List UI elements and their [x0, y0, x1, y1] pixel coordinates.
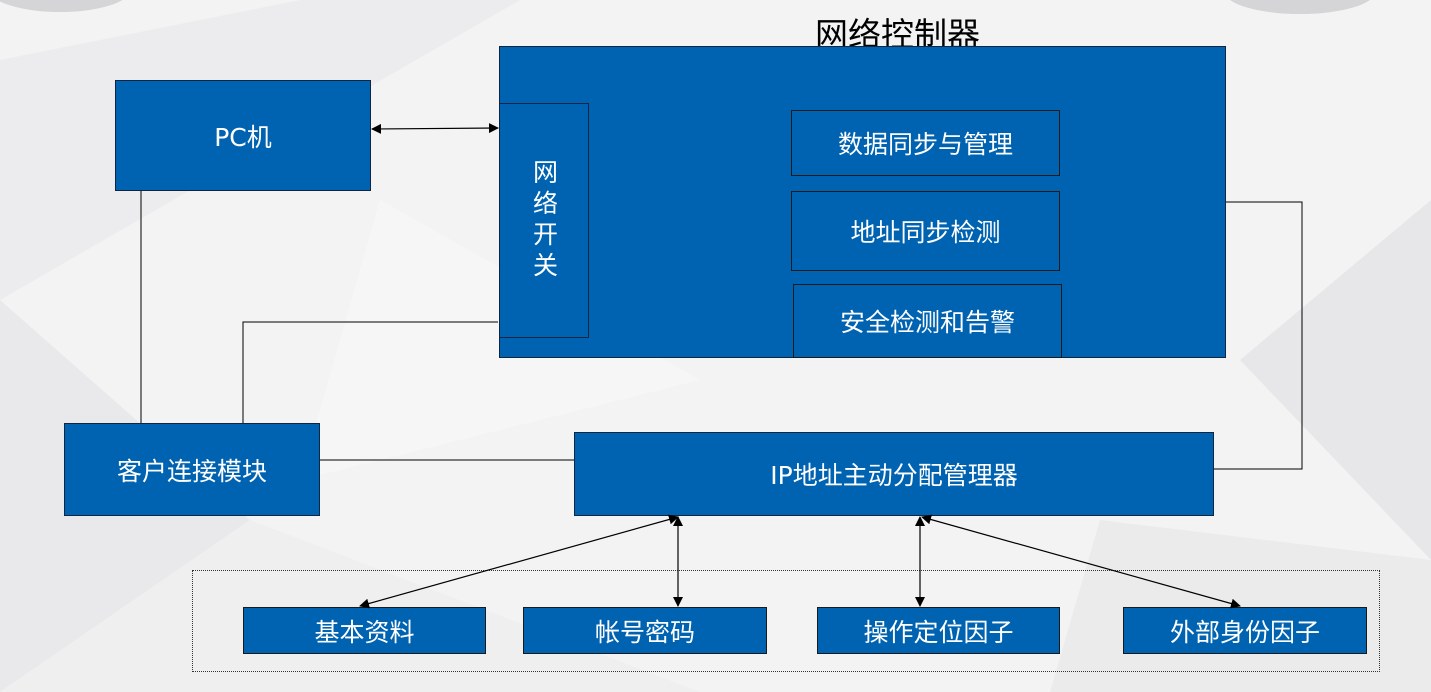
arrow-ip-basic-info — [359, 514, 679, 609]
module-address-sync-label: 地址同步检测 — [850, 218, 1001, 247]
pc-box: PC机 — [115, 80, 371, 191]
factor-operation-location: 操作定位因子 — [817, 607, 1060, 654]
factor-account-password-label: 帐号密码 — [594, 617, 695, 647]
module-security-alarm: 安全检测和告警 — [793, 284, 1062, 358]
module-security-alarm-label: 安全检测和告警 — [839, 308, 1015, 337]
factor-basic-info-label: 基本资料 — [314, 617, 415, 647]
client-connection-label: 客户连接模块 — [116, 456, 267, 486]
module-data-sync: 数据同步与管理 — [791, 110, 1060, 176]
connector-pc-switch — [371, 123, 499, 134]
factor-external-identity-label: 外部身份因子 — [1169, 617, 1320, 647]
factor-basic-info: 基本资料 — [243, 607, 486, 654]
connector-client-switch — [242, 321, 498, 423]
arrow-ip-external — [921, 514, 1241, 609]
ip-allocation-label: IP地址主动分配管理器 — [770, 461, 1018, 490]
factor-external-identity: 外部身份因子 — [1123, 607, 1367, 654]
factor-account-password: 帐号密码 — [523, 607, 767, 654]
module-data-sync-label: 数据同步与管理 — [837, 130, 1013, 159]
connector-controller-ip — [1214, 201, 1303, 470]
pc-label: PC机 — [214, 122, 272, 152]
factor-operation-location-label: 操作定位因子 — [863, 617, 1014, 647]
factor-group-region — [192, 570, 1380, 672]
module-address-sync: 地址同步检测 — [791, 191, 1060, 271]
network-switch-label: 网络开关 — [529, 158, 559, 283]
client-connection-module: 客户连接模块 — [64, 423, 320, 516]
network-switch-box: 网络开关 — [499, 103, 589, 338]
ip-allocation-manager: IP地址主动分配管理器 — [574, 432, 1214, 516]
